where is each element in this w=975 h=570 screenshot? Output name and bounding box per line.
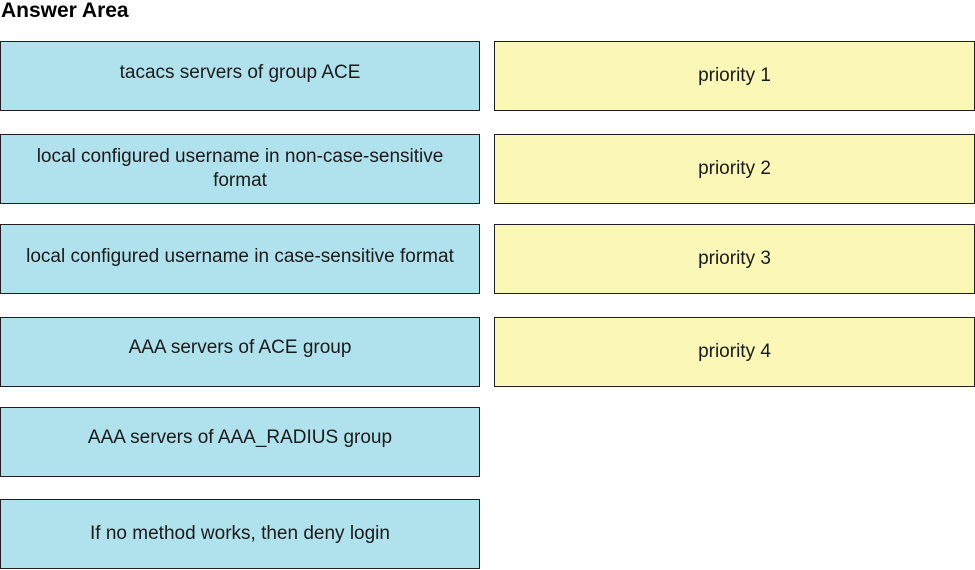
drop-target-priority-4[interactable]: priority 4	[494, 317, 975, 387]
drag-item-local-case-sensitive[interactable]: local configured username in case-sensit…	[0, 224, 480, 294]
drop-target-label: priority 1	[698, 65, 771, 86]
answer-area-title: Answer Area	[1, 0, 129, 22]
drag-item-label: local configured username in case-sensit…	[26, 246, 454, 267]
drop-target-label: priority 4	[698, 341, 771, 362]
drag-item-deny-login[interactable]: If no method works, then deny login	[0, 499, 480, 569]
drag-item-label: AAA servers of ACE group	[128, 337, 352, 358]
drop-target-priority-1[interactable]: priority 1	[494, 41, 975, 111]
drag-item-label: tacacs servers of group ACE	[119, 62, 361, 83]
drag-item-label: AAA servers of AAA_RADIUS group	[87, 427, 393, 448]
drop-target-priority-3[interactable]: priority 3	[494, 224, 975, 294]
drag-item-label: If no method works, then deny login	[90, 523, 390, 544]
drag-item-aaa-radius[interactable]: AAA servers of AAA_RADIUS group	[0, 407, 480, 477]
drop-target-priority-2[interactable]: priority 2	[494, 134, 975, 204]
drag-item-local-non-case-sensitive[interactable]: local configured username in non-case-se…	[0, 134, 480, 204]
drag-item-label: local configured username in non-case-se…	[36, 146, 444, 191]
drop-target-label: priority 2	[698, 158, 771, 179]
drag-item-tacacs-ace[interactable]: tacacs servers of group ACE	[0, 41, 480, 111]
drop-target-label: priority 3	[698, 248, 771, 269]
drag-item-aaa-ace[interactable]: AAA servers of ACE group	[0, 317, 480, 387]
